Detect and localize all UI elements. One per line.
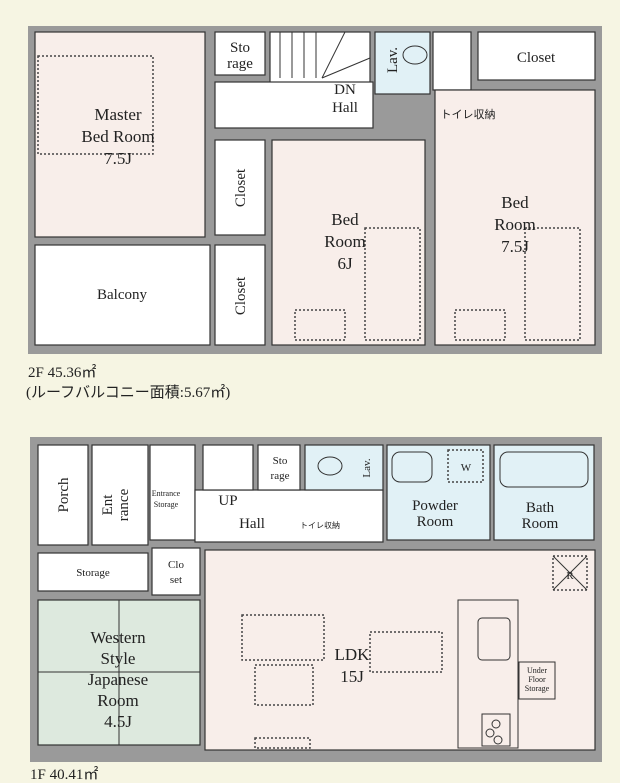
stairs-1f: [202, 444, 254, 491]
label-lav-2f: Lav.: [385, 47, 401, 73]
desk-furniture: [454, 309, 506, 341]
desk-furniture: [294, 309, 346, 341]
label-toilet-storage-1f: トイレ収納: [300, 520, 340, 530]
room-storage-small-1f: [257, 444, 301, 491]
label-roof-hatch: R: [566, 570, 574, 582]
label-balcony: Balcony: [97, 287, 147, 303]
room-storage-1f: [37, 552, 149, 592]
label-hall-1f: Hall: [239, 516, 265, 532]
room-powder: [386, 444, 491, 541]
bathtub-icon: [499, 451, 589, 488]
label-entrance-1: Ent: [100, 494, 116, 516]
label-washer: W: [461, 462, 472, 474]
kitchen-counter: [457, 599, 519, 749]
bed-furniture: [364, 227, 421, 341]
label-lav-1f: Lav.: [361, 458, 373, 477]
label-closet-top: Closet: [517, 50, 556, 66]
sofa-furniture: [241, 614, 325, 661]
dining-table-furniture: [369, 631, 443, 673]
roof-balcony-area: (ルーフバルコニー面積:5.67㎡): [26, 384, 230, 401]
room-porch: [37, 444, 89, 546]
room-master-bed: [34, 31, 206, 238]
label-up: UP: [218, 493, 237, 509]
room-ldk: [204, 549, 596, 751]
area-2f: 2F 45.36㎡: [28, 364, 96, 381]
room-balcony: [34, 244, 211, 346]
label-storage-1f: Storage: [76, 567, 110, 579]
room-bed-6j: [271, 139, 426, 346]
toilet-storage-2f: [432, 31, 472, 91]
room-entrance: [91, 444, 149, 546]
room-storage-2f: [214, 31, 266, 76]
room-closet-top: [477, 31, 596, 81]
label-closet-low: Closet: [233, 276, 249, 315]
toilet-icon: [317, 456, 343, 476]
room-bed-75j: [434, 89, 596, 346]
area-1f: 1F 40.41㎡: [30, 766, 98, 783]
stove-icon: [481, 713, 511, 747]
room-bath: [493, 444, 595, 541]
tv-board-furniture: [254, 737, 311, 749]
stair-treads: [279, 31, 371, 79]
under-floor-storage-box: [518, 661, 556, 700]
kitchen-sink-icon: [477, 617, 511, 661]
label-toilet-storage-2f: トイレ収納: [441, 108, 496, 121]
roof-hatch-box: [552, 555, 588, 591]
bed-furniture: [37, 55, 154, 155]
table-furniture: [254, 664, 314, 706]
room-entrance-storage: [149, 444, 196, 541]
sink-icon: [391, 451, 433, 483]
toilet-icon: [402, 45, 428, 65]
label-entrance-2: rance: [116, 488, 132, 521]
room-closet-1f: [151, 547, 201, 596]
room-closet-low: [214, 244, 266, 346]
washer-space: [447, 449, 484, 483]
label-closet-mid: Closet: [233, 168, 249, 207]
room-closet-mid: [214, 139, 266, 236]
room-hall-2f: [214, 81, 374, 129]
stairs-2f: [269, 31, 371, 91]
label-porch: Porch: [56, 477, 72, 512]
bed-furniture: [524, 227, 581, 341]
